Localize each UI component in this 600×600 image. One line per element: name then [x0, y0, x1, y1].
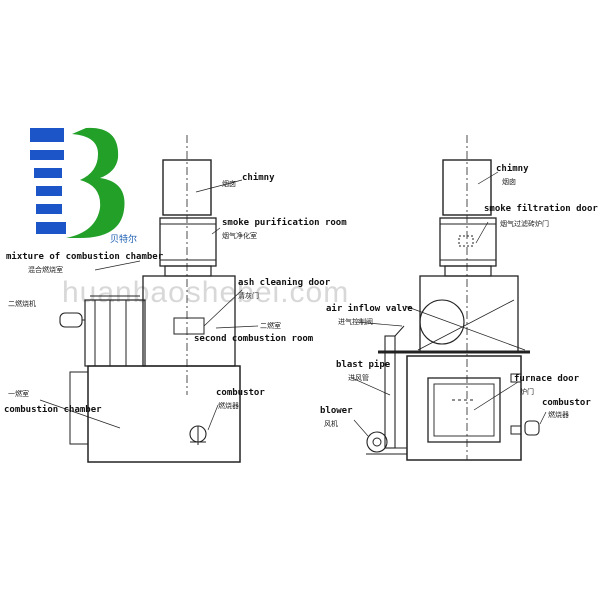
right-furnace-cn: 炉门	[520, 388, 534, 396]
right-filtration-en: smoke filtration door	[484, 204, 598, 214]
logo-chinese: 贝特尔	[110, 235, 138, 245]
right-blower-cn: 风机	[324, 420, 338, 428]
logo-mark	[30, 127, 125, 238]
left-flange	[164, 265, 212, 277]
left-mixture-cn: 混合燃烧室	[28, 266, 63, 274]
right-filtration-room	[439, 217, 497, 267]
right-combustor-en: combustor	[542, 398, 591, 408]
right-furnace-door	[427, 377, 501, 443]
right-blower-en: blower	[320, 406, 353, 416]
right-chimney	[442, 159, 492, 216]
left-ash-door	[173, 317, 205, 335]
left-burner	[59, 312, 83, 328]
left-purify-en: smoke purification room	[222, 218, 347, 228]
right-blast-cn: 进风管	[348, 374, 369, 382]
right-combustor-cn: 燃烧器	[548, 411, 569, 419]
left-second-en: second combustion room	[194, 334, 314, 344]
left-mixture-en: mixture of combustion chamber	[6, 252, 164, 262]
left-second-room	[142, 275, 236, 367]
left-combustor-cn: 燃烧器	[218, 402, 239, 410]
right-main-body	[406, 355, 522, 461]
left-ash-cn: 清灰门	[238, 292, 259, 300]
right-chimney-cn: 烟囱	[502, 178, 516, 186]
right-filtration-cn: 烟气过滤砖炉门	[500, 220, 549, 228]
right-combustor	[524, 420, 540, 436]
right-upper-box	[419, 275, 519, 353]
right-blower	[366, 431, 388, 453]
left-second-cn: 二燃室	[260, 322, 281, 330]
right-furnace-en: furnace door	[514, 374, 580, 384]
right-chimney-en: chimny	[496, 164, 529, 174]
right-flange	[444, 265, 492, 277]
right-blast-en: blast pipe	[336, 360, 391, 370]
left-first-cn: 一燃室	[8, 390, 29, 398]
right-air-en: air inflow valve	[326, 304, 413, 314]
left-purification-room	[159, 217, 217, 267]
right-air-valve	[419, 299, 465, 345]
left-combustion-chamber	[87, 365, 241, 463]
right-blast-pipe	[384, 335, 396, 449]
left-combustor-en: combustor	[216, 388, 265, 398]
left-chimney-cn: 烟囱	[222, 180, 236, 188]
left-mixture-chamber	[84, 299, 146, 367]
left-combustion-en: combustion chamber	[4, 405, 102, 415]
left-burner-cn: 二燃烧机	[8, 300, 36, 308]
left-ash-en: ash cleaning door	[238, 278, 331, 288]
left-chimney	[162, 159, 212, 216]
left-purify-cn: 烟气净化室	[222, 232, 257, 240]
left-chimney-en: chimny	[242, 173, 275, 183]
right-air-cn: 进气控制阀	[338, 318, 373, 326]
